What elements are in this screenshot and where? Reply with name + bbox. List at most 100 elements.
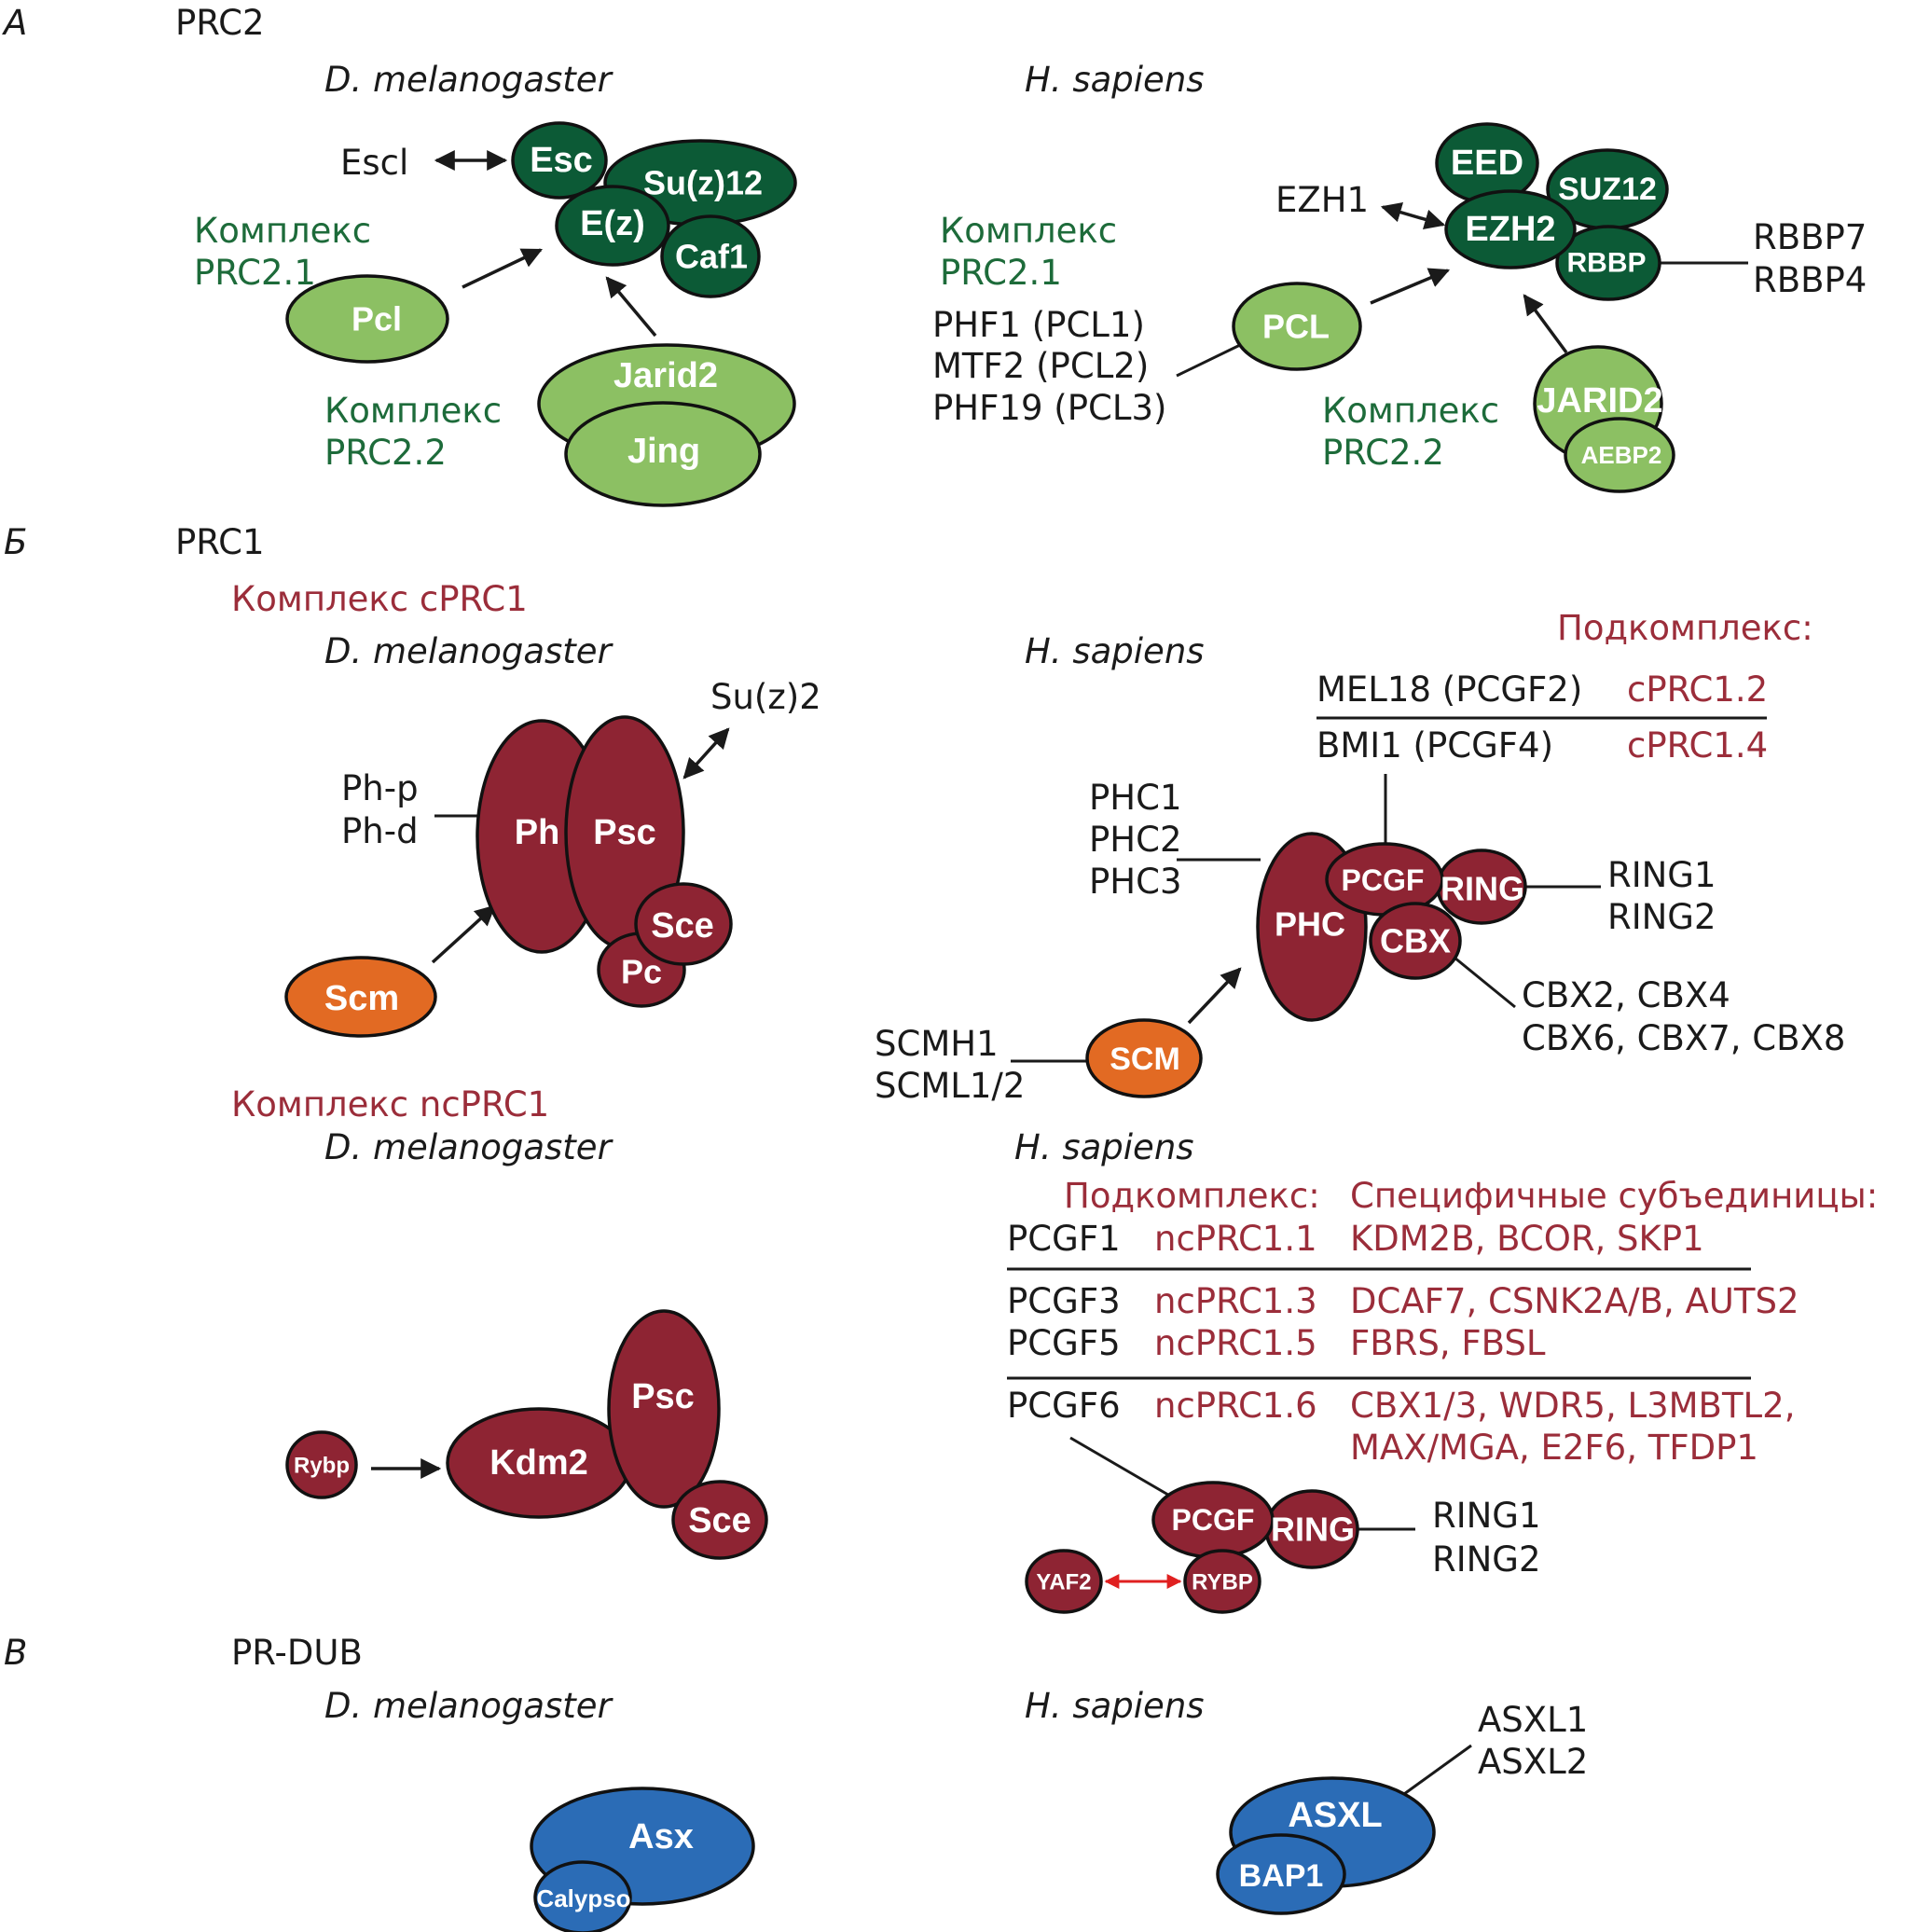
row3-subcomplex: ncPRC1.5 (1154, 1323, 1317, 1363)
rybp-label: Rybp (294, 1454, 350, 1479)
suz12-label: SUZ12 (1558, 172, 1657, 207)
complex-prc2-2-label: Комплекс (1322, 391, 1499, 431)
jarid2-arrow (605, 276, 657, 338)
prc2-drosophila: D. melanogaster Escl Комплекс PRC2.1 Ком… (194, 60, 797, 507)
calypso-label: Calypso (536, 1884, 630, 1912)
pcgf-label: PCGF (1342, 863, 1425, 897)
scm-arrow (1187, 967, 1242, 1025)
pc-label: Pc (621, 953, 662, 991)
row1-pcgf: PCGF1 (1007, 1219, 1121, 1259)
escl-label: Escl (340, 143, 408, 183)
bap1-subunit (1216, 1833, 1346, 1915)
ncprc1-heading: Комплекс ncPRC1 (231, 1084, 549, 1125)
caf1-subunit (660, 214, 761, 298)
complex-prc2-1-name: PRC2.1 (940, 253, 1062, 293)
asxl-leader-line (1403, 1744, 1472, 1796)
row3-subunits: FBRS, FBSL (1350, 1323, 1546, 1363)
ez-label: E(z) (580, 204, 645, 243)
calypso-subunit (533, 1860, 632, 1932)
yaf2-subunit (1025, 1549, 1103, 1614)
panel-a-letter: A (2, 3, 27, 43)
rbbp-subunit (1555, 225, 1661, 301)
panel-a-title: PRC2 (175, 3, 265, 43)
sce-label: Sce (651, 906, 714, 945)
caf1-label: Caf1 (675, 238, 748, 276)
cbx-label: CBX (1380, 922, 1451, 960)
eed-label: EED (1451, 144, 1523, 183)
psc-label: Psc (593, 813, 656, 852)
bmi1-label: BMI1 (PCGF4) (1316, 725, 1553, 766)
jarid2-label: Jarid2 (613, 356, 718, 395)
ezh2-label: EZH2 (1465, 210, 1555, 249)
row2-subcomplex: ncPRC1.3 (1154, 1281, 1317, 1321)
rybp-label: RYBP (1192, 1570, 1253, 1595)
pcgf-label: PCGF (1172, 1503, 1255, 1537)
complex-prc2-2-name: PRC2.2 (324, 433, 447, 473)
species-label: D. melanogaster (324, 60, 614, 100)
php-label: Ph-p (341, 768, 419, 808)
scm-subunit (1085, 1018, 1203, 1098)
row4-subcomplex: ncPRC1.6 (1154, 1386, 1317, 1426)
ncprc1-drosophila: D. melanogaster Rybp Kdm2 Psc Sce (285, 1127, 768, 1560)
species-label: H. sapiens (1025, 1686, 1205, 1726)
phd-label: Ph-d (341, 811, 419, 851)
panel-b-title: PRC1 (175, 522, 265, 562)
pcl-label: Pcl (351, 300, 402, 338)
prc2-human: H. sapiens EZH1 Комплекс PRC2.1 Комплекс… (932, 60, 1867, 493)
scm-arrow (431, 904, 496, 964)
species-label: H. sapiens (1014, 1127, 1194, 1167)
cprc1-2-label: cPRC1.2 (1627, 669, 1768, 710)
rbbp7-label: RBBP7 (1753, 217, 1867, 257)
col-subcomplex-header: Подкомплекс: (1064, 1176, 1320, 1216)
complex-prc2-1-label: Комплекс (940, 211, 1117, 251)
species-label: H. sapiens (1025, 631, 1205, 671)
esc-subunit (511, 121, 608, 200)
jing-subunit (564, 401, 762, 507)
ring2-label: RING2 (1432, 1539, 1541, 1580)
scmh1-label: SCMH1 (875, 1024, 999, 1064)
ncprc1-human: H. sapiens Подкомплекс: Специфичные субъ… (1007, 1127, 1878, 1614)
panel-c: В PR-DUB D. melanogaster Asx Calypso H. … (4, 1633, 1588, 1932)
ring1-label: RING1 (1607, 855, 1716, 895)
phc1-label: PHC1 (1089, 778, 1182, 818)
complex-prc2-1-name: PRC2.1 (194, 253, 316, 293)
psc-label: Psc (631, 1377, 695, 1416)
phc2-label: PHC2 (1089, 820, 1182, 860)
complex-prc2-2-name: PRC2.2 (1322, 433, 1444, 473)
asxl1-label: ASXL1 (1478, 1700, 1588, 1740)
row1-subcomplex: ncPRC1.1 (1154, 1219, 1317, 1259)
row3-pcgf: PCGF5 (1007, 1323, 1121, 1363)
phc-label: PHC (1275, 905, 1345, 944)
aebp2-label: AEBP2 (1581, 441, 1662, 469)
pcl-leader-line (1176, 343, 1241, 378)
pcgf6-leader-line (1069, 1436, 1185, 1506)
species-label: D. melanogaster (324, 1127, 614, 1167)
pcl-arrow (462, 248, 543, 289)
ph-label: Ph (515, 813, 560, 852)
scm-subunit (284, 956, 437, 1038)
mtf2-label: MTF2 (PCL2) (932, 346, 1149, 386)
psc-suz2-double-arrow (682, 727, 730, 780)
cbx-list-line1: CBX2, CBX4 (1522, 975, 1730, 1015)
pcl-subunit (285, 274, 449, 364)
asxl-label: ASXL (1288, 1796, 1382, 1835)
phf19-label: PHF19 (PCL3) (932, 388, 1166, 428)
panel-b: Б PRC1 Комплекс cPRC1 D. melanogaster Su… (4, 522, 1878, 1614)
species-label: H. sapiens (1025, 60, 1205, 100)
bap1-label: BAP1 (1239, 1858, 1324, 1894)
row2-subunits: DCAF7, CSNK2A/B, AUTS2 (1350, 1281, 1799, 1321)
panel-c-title: PR-DUB (231, 1633, 363, 1673)
ezh1-ezh2-double-arrow (1380, 201, 1446, 230)
cprc1-drosophila: D. melanogaster Su(z)2 Ph-p Ph-d Ph Psc … (284, 631, 821, 1038)
col-subunits-header: Специфичные субъединицы: (1350, 1176, 1878, 1216)
cbx-list-line2: CBX6, CBX7, CBX8 (1522, 1018, 1845, 1058)
ezh2-subunit (1444, 189, 1577, 269)
complex-prc2-2-label: Комплекс (324, 391, 502, 431)
rbbp4-label: RBBP4 (1753, 260, 1867, 300)
prdub-drosophila: D. melanogaster Asx Calypso (324, 1686, 755, 1932)
row4-subunits: CBX1/3, WDR5, L3MBTL2, (1350, 1386, 1795, 1426)
pcl-label: PCL (1262, 308, 1330, 346)
pcl-arrow (1370, 268, 1451, 305)
cbx-subunit (1369, 902, 1462, 980)
